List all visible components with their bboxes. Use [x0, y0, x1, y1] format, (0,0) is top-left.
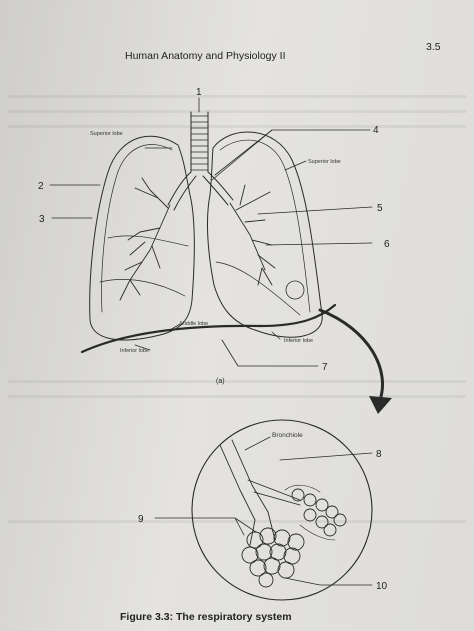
- right-lung-outline: [207, 131, 323, 338]
- capillary-network: [284, 484, 336, 541]
- trachea: [190, 111, 209, 173]
- label-middle-lobe: Middle lobe: [180, 321, 208, 327]
- bleed-through-text: [8, 380, 466, 383]
- left-pleura-line: [101, 144, 173, 313]
- bleed-through-text: [8, 395, 466, 398]
- callout-label-2: 2: [38, 181, 44, 192]
- left-fissure: [107, 235, 189, 247]
- label-inferior-lobe-right: Inferior lobe: [284, 338, 313, 344]
- figure-sublabel: (a): [216, 378, 225, 385]
- callout-label-7: 7: [322, 362, 328, 373]
- alveolar-sac-small: [285, 280, 305, 300]
- bronchiole-tube: [219, 439, 301, 546]
- magnify-arrow: [318, 308, 384, 402]
- figure-caption: Figure 3.3: The respiratory system: [120, 611, 292, 623]
- callout-label-3: 3: [39, 214, 45, 225]
- label-superior-lobe-right: Superior lobe: [308, 159, 341, 165]
- callout-label-9: 9: [138, 514, 144, 525]
- callout-label-4: 4: [373, 125, 379, 136]
- left-fissure-lower: [99, 279, 186, 297]
- label-bronchiole: Bronchiole: [272, 432, 303, 439]
- callout-label-5: 5: [377, 203, 383, 214]
- page-number: 3.5: [426, 41, 441, 53]
- label-inferior-lobe-left: Inferior lobe: [120, 348, 149, 354]
- callout-label-10: 10: [376, 581, 388, 592]
- callout-label-1: 1: [196, 87, 202, 98]
- bleed-through-text: [8, 110, 466, 113]
- alveoli-cluster-lower: [241, 527, 305, 588]
- callout-label-6: 6: [384, 239, 390, 250]
- magnified-view-circle: [191, 419, 373, 601]
- label-superior-lobe-left: Superior lobe: [90, 131, 123, 137]
- right-pleura-line: [219, 139, 311, 313]
- callout-label-8: 8: [376, 449, 382, 460]
- alveoli-cluster-upper: [291, 488, 347, 537]
- bleed-through-text: [8, 95, 466, 98]
- right-fissure: [215, 261, 301, 316]
- diaphragm: [80, 303, 337, 354]
- callout-leader-lines: [49, 97, 373, 586]
- right-bronchial-tree: [229, 184, 276, 286]
- page-header-title: Human Anatomy and Physiology II: [125, 50, 286, 62]
- left-lung-outline: [89, 135, 195, 341]
- magnify-arrowhead: [369, 396, 392, 414]
- bleed-through-text: [8, 125, 466, 128]
- left-bronchial-tree: [119, 177, 171, 301]
- primary-bronchi: [167, 171, 234, 211]
